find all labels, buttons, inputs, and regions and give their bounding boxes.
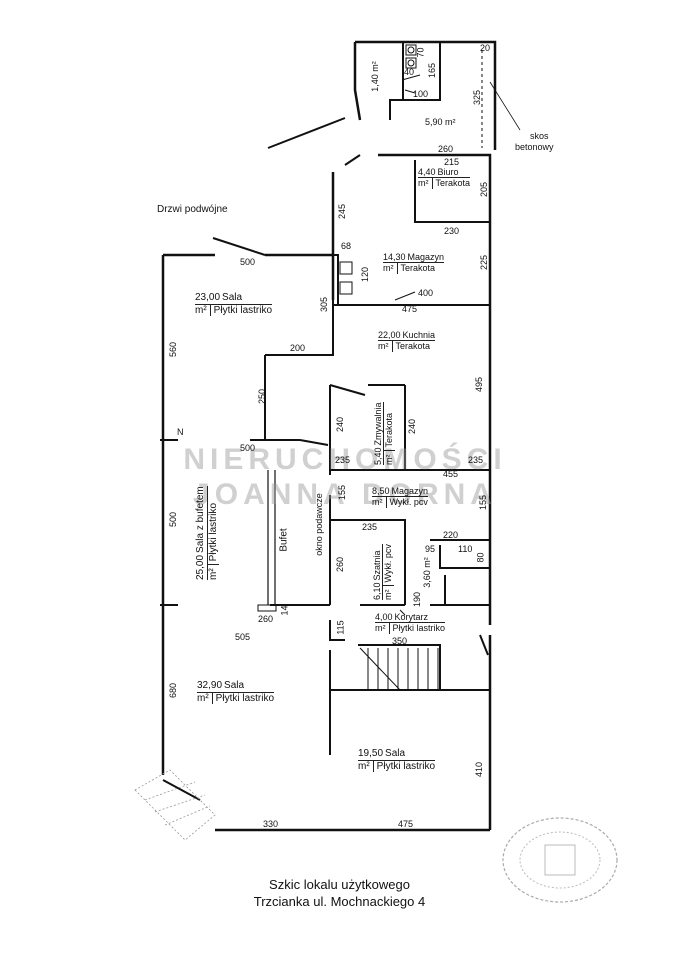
dimension-label: 400 (418, 288, 434, 298)
dimension-label: 260 (258, 614, 274, 624)
dimension-label: 475 (402, 304, 418, 314)
dimension-label: 115 (335, 620, 346, 635)
plan-title-line1: Szkic lokalu użytkowego (269, 877, 410, 892)
room-wc2-area: 3,60 m² (421, 557, 432, 588)
room-bufet: Bufet (278, 528, 290, 552)
skos-note-line1: skos (530, 131, 549, 141)
dimension-label: 80 (475, 552, 486, 563)
dimension-label: 165 (427, 62, 438, 79)
dimension-label: 235 (468, 455, 484, 465)
dimension-label: 225 (479, 254, 490, 271)
dimension-label: 20 (480, 43, 491, 53)
dimension-label: 110 (458, 544, 473, 554)
dimension-label: 240 (407, 418, 418, 435)
dimension-label: 500 (240, 257, 256, 267)
room-wc-area: 1,40 m² (369, 61, 380, 92)
dimension-label: 260 (335, 556, 346, 573)
dimension-label: 205 (479, 181, 490, 198)
dimension-label: 250 (257, 388, 268, 405)
dimension-label: 240 (335, 416, 346, 433)
dimension-label: 100 (413, 89, 429, 99)
dimension-label: 495 (474, 376, 485, 393)
dimension-label: 14 (279, 605, 290, 616)
dimension-label: 95 (425, 544, 436, 554)
dimension-label: 215 (444, 157, 460, 167)
dimension-label: 68 (341, 241, 352, 251)
dimension-label: 235 (335, 455, 351, 465)
dimension-label: 220 (443, 530, 459, 540)
dimension-label: 155 (337, 484, 348, 501)
dimension-label: 260 (438, 144, 454, 154)
dimension-label: 680 (168, 682, 179, 699)
dimension-label: 505 (235, 632, 251, 642)
watermark-line2: JOANNA DORNA (193, 478, 497, 511)
stamp-seal-icon (502, 817, 618, 903)
dimension-label: 40 (404, 67, 415, 77)
dimension-label: 410 (474, 761, 485, 778)
north-marker: N (177, 427, 184, 437)
serving-window-note: okno podawcze (313, 493, 324, 556)
dimension-label: 190 (412, 591, 423, 608)
dimension-label: 330 (263, 819, 279, 829)
dimension-label: 305 (319, 296, 330, 313)
plan-title-line2: Trzcianka ul. Mochnackiego 4 (253, 894, 426, 909)
dimension-label: 235 (362, 522, 378, 532)
dimension-label: 325 (472, 89, 483, 106)
double-door-note: Drzwi podwójne (157, 204, 228, 215)
dimension-label: 500 (240, 443, 256, 453)
dimension-label: 155 (478, 494, 489, 511)
dimension-label: 500 (168, 511, 179, 528)
dimension-label: 560 (168, 341, 179, 358)
dimension-label: 475 (398, 819, 414, 829)
skos-note-line2: betonowy (515, 142, 554, 152)
dimension-label: 245 (337, 203, 348, 220)
watermark-line1: NIERUCHOMOŚCI (183, 443, 507, 476)
dimension-label: 120 (360, 266, 371, 283)
dimension-label: 200 (290, 343, 306, 353)
dimension-label: 455 (443, 469, 459, 479)
dimension-label: 70 (415, 47, 426, 58)
dimension-label: 230 (444, 226, 460, 236)
dimension-label: 350 (392, 636, 408, 646)
room-korytarz-top-area: 5,90 m² (425, 117, 456, 127)
